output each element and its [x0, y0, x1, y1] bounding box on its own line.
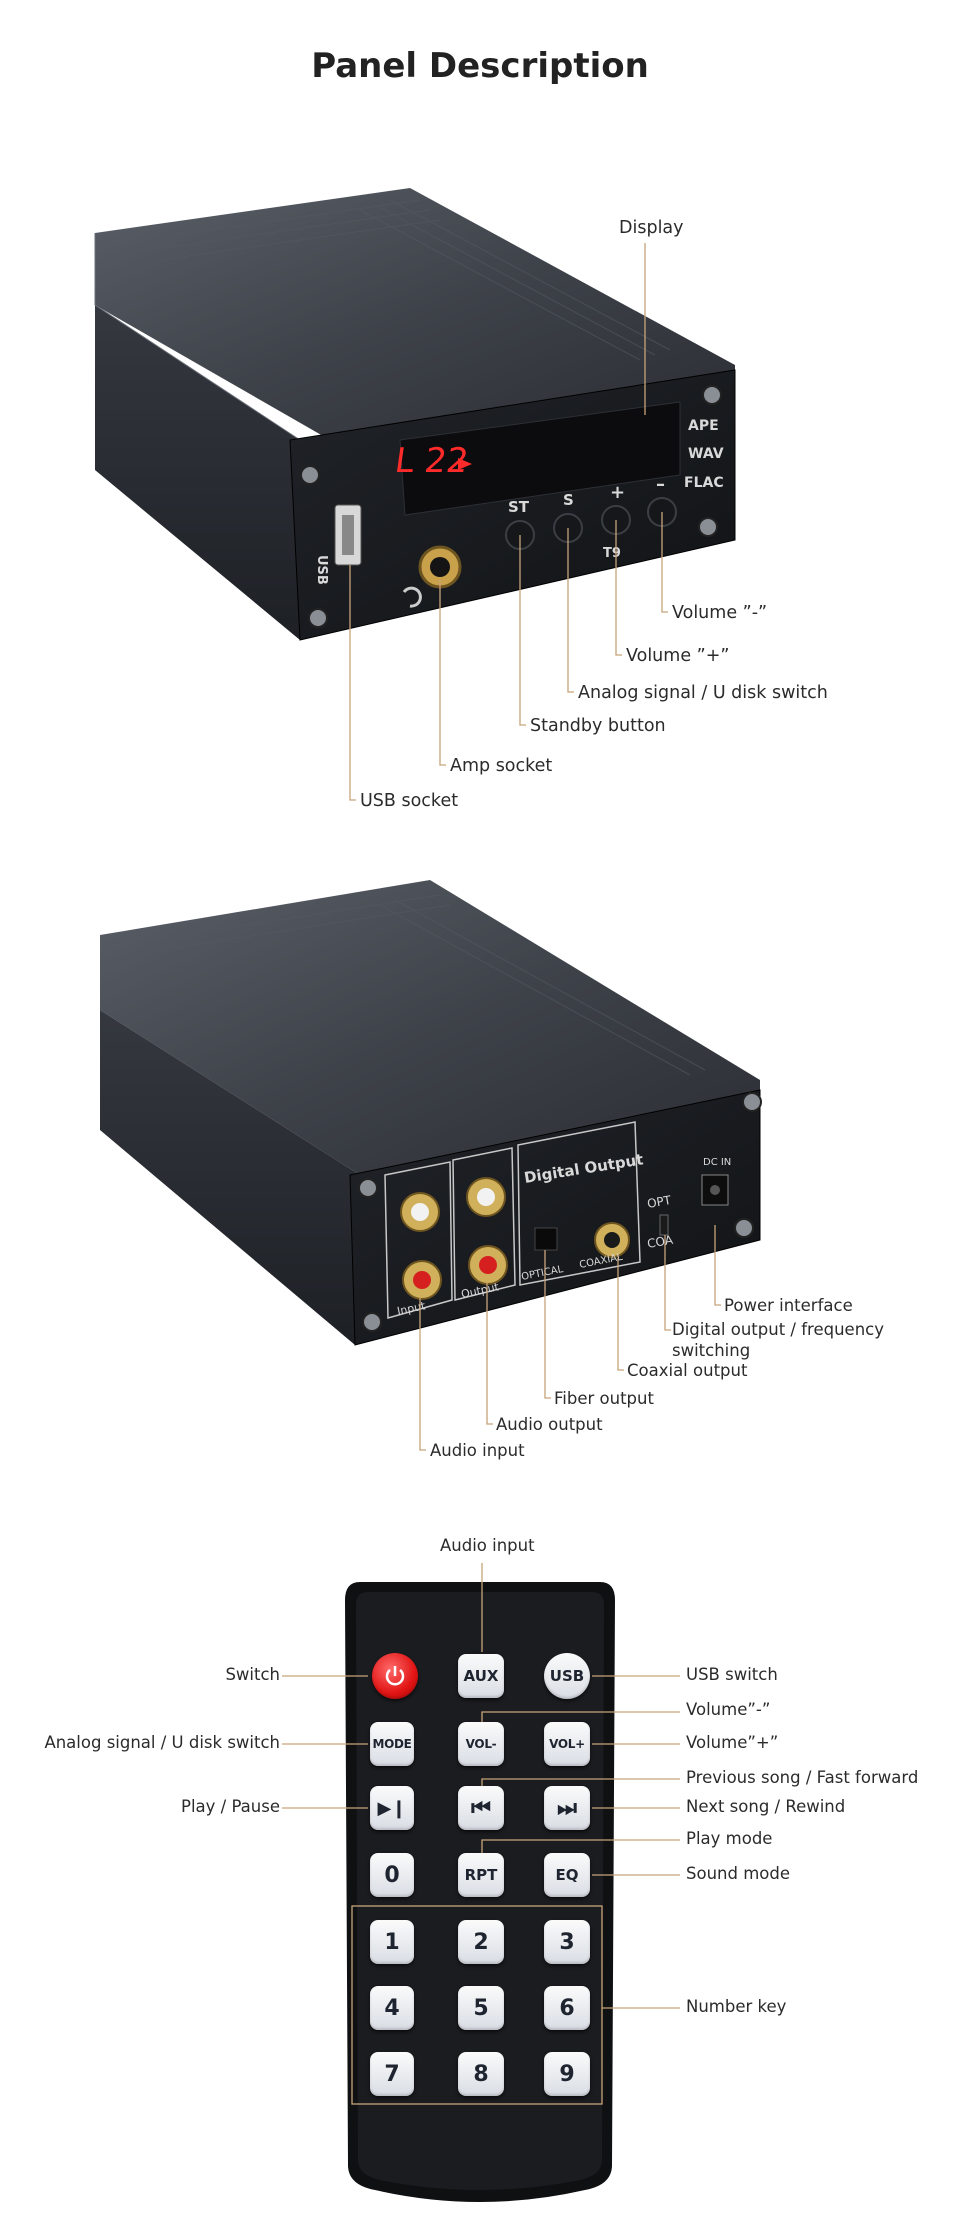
format-ape-label: APE: [688, 418, 719, 434]
label-display: Display: [619, 218, 684, 238]
label-remote-previous: Previous song / Fast forward: [686, 1768, 919, 1787]
power-icon: [385, 1666, 405, 1686]
label-analog-switch: Analog signal / U disk switch: [578, 683, 828, 703]
remote-key-2[interactable]: 2: [458, 1920, 504, 1964]
back-device: Digital Output Input Output OPTICAL COAX…: [100, 880, 762, 1346]
label-volume-minus: Volume ”-”: [672, 603, 768, 623]
usb-port-label: USB: [314, 555, 329, 585]
coa-label: COA: [646, 1233, 675, 1251]
remote-mode-button[interactable]: MODE: [370, 1722, 414, 1766]
remote-key-1[interactable]: 1: [370, 1920, 414, 1964]
number-key-frame: [351, 1905, 603, 2105]
remote-usb-button[interactable]: USB: [544, 1653, 590, 1699]
format-flac-label: FLAC: [684, 475, 724, 491]
remote-rpt-button[interactable]: RPT: [458, 1853, 504, 1897]
btn-plus-label: +: [610, 482, 625, 503]
rca-output-jacks: [466, 1177, 508, 1285]
input-label: Input: [396, 1299, 427, 1318]
label-remote-analog-switch: Analog signal / U disk switch: [44, 1733, 280, 1752]
remote-key-5[interactable]: 5: [458, 1986, 504, 2030]
remote-prev-button[interactable]: ⏮: [458, 1786, 504, 1830]
display-readout: L 22: [392, 441, 471, 481]
remote-key-6[interactable]: 6: [544, 1986, 590, 2030]
btn-minus-label: –: [656, 474, 665, 495]
optical-port-icon: [534, 1227, 558, 1251]
back-leader-lines: [419, 1225, 721, 1451]
rca-input-jacks: [400, 1192, 442, 1300]
remote-key-4[interactable]: 4: [370, 1986, 414, 2030]
label-digital-switch-line1: Digital output / frequency: [672, 1320, 884, 1339]
label-audio-input: Audio input: [430, 1441, 525, 1460]
btn-s-label: S: [563, 491, 574, 509]
label-remote-volume-minus: Volume”-”: [686, 1700, 771, 1719]
remote-zero-button[interactable]: 0: [370, 1853, 414, 1897]
front-leader-lines: [349, 243, 668, 801]
remote-leader-lines: [282, 1563, 680, 2009]
dc-in-label: DC IN: [703, 1157, 731, 1168]
page-title: Panel Description: [311, 46, 649, 86]
format-wav-label: WAV: [688, 446, 724, 462]
label-amp-socket: Amp socket: [450, 756, 553, 776]
remote-vol-plus-button[interactable]: VOL+: [544, 1722, 590, 1766]
label-volume-plus: Volume ”+”: [626, 646, 730, 666]
label-remote-switch: Switch: [225, 1665, 280, 1684]
remote-power-button[interactable]: [372, 1653, 418, 1699]
remote-key-3[interactable]: 3: [544, 1920, 590, 1964]
label-remote-usb-switch: USB switch: [686, 1665, 778, 1684]
label-remote-next: Next song / Rewind: [686, 1797, 846, 1816]
label-remote-play-pause: Play / Pause: [181, 1797, 280, 1816]
label-digital-switch-line2: switching: [672, 1341, 751, 1360]
remote-next-button[interactable]: ⏭: [544, 1786, 590, 1830]
remote-eq-button[interactable]: EQ: [544, 1853, 590, 1897]
opt-label: OPT: [646, 1193, 673, 1211]
label-coaxial-output: Coaxial output: [627, 1361, 748, 1380]
label-remote-sound-mode: Sound mode: [686, 1864, 790, 1883]
label-remote-number-key: Number key: [686, 1997, 787, 2016]
label-remote-volume-plus: Volume”+”: [686, 1733, 779, 1752]
label-remote-play-mode: Play mode: [686, 1829, 773, 1848]
remote-vol-minus-button[interactable]: VOL-: [458, 1722, 504, 1766]
label-audio-output: Audio output: [496, 1415, 603, 1434]
remote-key-7[interactable]: 7: [370, 2052, 414, 2096]
label-power-interface: Power interface: [724, 1296, 853, 1315]
remote-play-pause-button[interactable]: ▶❙: [370, 1786, 414, 1830]
btn-st-label: ST: [508, 498, 530, 516]
label-fiber-output: Fiber output: [554, 1389, 654, 1408]
front-device: L 22 APE WAV FLAC USB ST S + – T9: [94, 188, 736, 641]
label-standby: Standby button: [530, 716, 666, 736]
label-remote-audio-input: Audio input: [440, 1536, 535, 1555]
remote-aux-button[interactable]: AUX: [458, 1654, 504, 1698]
remote-key-9[interactable]: 9: [544, 2052, 590, 2096]
model-label: T9: [603, 546, 621, 561]
label-usb-socket: USB socket: [360, 791, 459, 811]
remote-key-8[interactable]: 8: [458, 2052, 504, 2096]
